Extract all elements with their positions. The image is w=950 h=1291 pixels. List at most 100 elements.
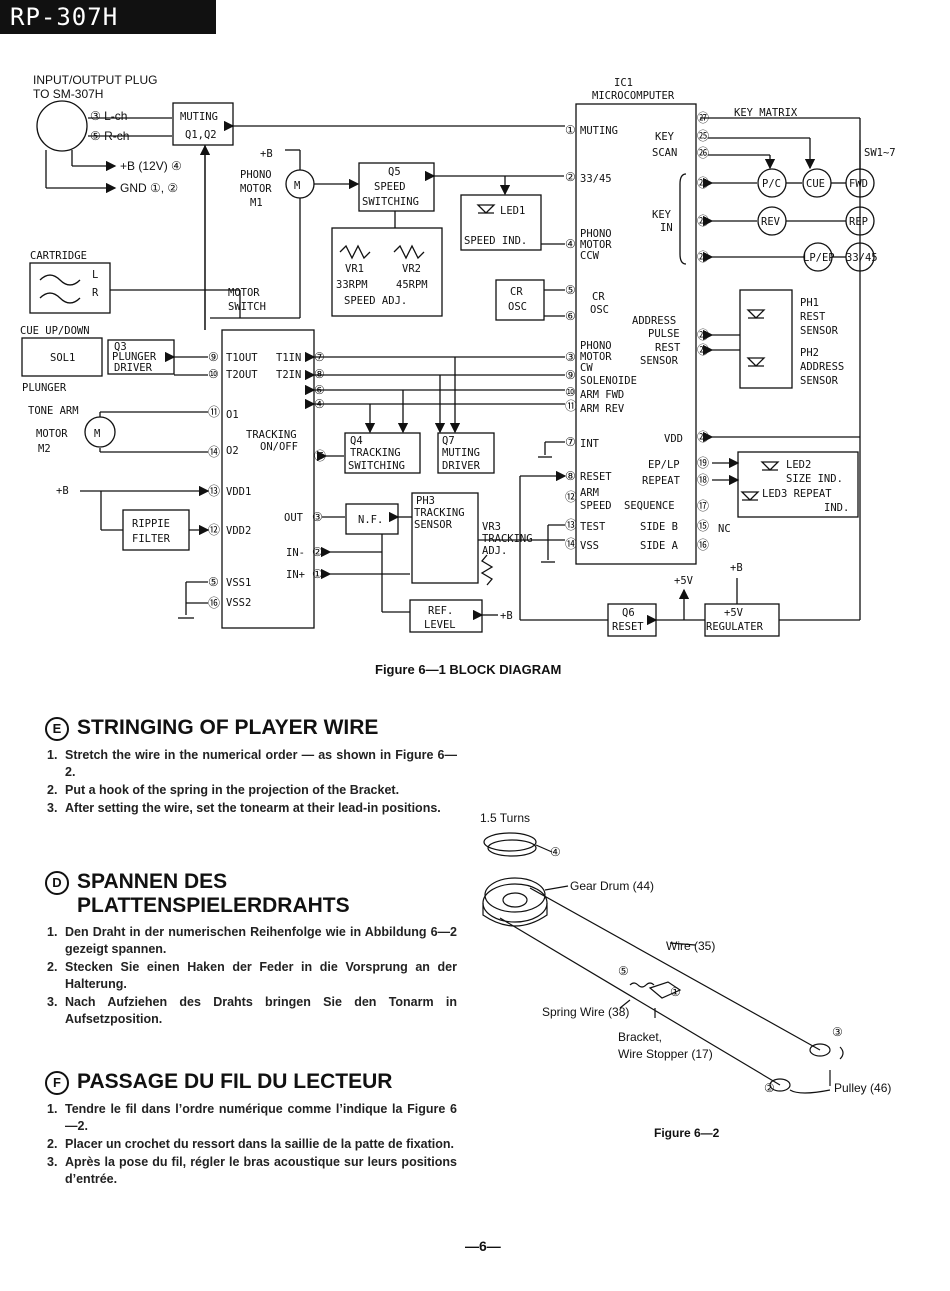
ic2-tracking: TRACKING: [246, 429, 297, 441]
ic2-vdd2: VDD2: [226, 525, 251, 537]
ref-level-1: REF.: [428, 605, 453, 617]
wire-label: Wire (35): [666, 939, 715, 953]
phono-motor-plus-b: +B: [260, 148, 273, 160]
key-matrix-label: KEY MATRIX: [734, 107, 798, 119]
page-number: —6—: [465, 1238, 501, 1254]
figure-2-caption: Figure 6—2: [654, 1126, 720, 1140]
list-item: 2.Put a hook of the spring in the projec…: [47, 783, 400, 797]
ic2-vss2: VSS2: [226, 597, 251, 609]
ic2-pin-5: ⑤: [208, 575, 219, 589]
gear-drum-label: Gear Drum (44): [570, 879, 654, 893]
vr2-label: VR2: [402, 263, 421, 275]
regulator-label: REGULATER: [706, 621, 764, 633]
ic2-pin-12: ⑫: [208, 523, 220, 537]
ic1-key-scan-1: KEY: [655, 131, 675, 143]
pin-8: ⑧: [565, 469, 576, 483]
ic2-o1: O1: [226, 409, 239, 421]
pin-25: ㉕: [697, 129, 709, 143]
cr-osc-1: CR: [510, 286, 523, 298]
ic2-in-minus: IN-: [286, 547, 305, 559]
vr3-adj: ADJ.: [482, 545, 507, 557]
tone-arm-m2: M2: [38, 443, 51, 455]
ic1-arm-rev: ARM REV: [580, 403, 625, 415]
ic1-solenoide: SOLENOIDE: [580, 375, 637, 387]
section-english-heading: STRINGING OF PLAYER WIRE: [77, 716, 379, 739]
io-rch: ⑤ R-ch: [90, 129, 129, 143]
section-english-list: 1.Stretch the wire in the numerical orde…: [45, 747, 457, 817]
ic1-address: ADDRESS: [632, 315, 676, 327]
ic2-pin-11: ⑪: [208, 405, 220, 419]
ic2-vdd1: VDD1: [226, 486, 251, 498]
ic2-pin-9: ⑨: [208, 350, 219, 364]
q3-plunger: PLUNGER: [112, 351, 157, 363]
vr1-label: VR1: [345, 263, 364, 275]
list-item: 1.Tendre le fil dans l’ordre numérique c…: [47, 1102, 457, 1133]
pin-3: ③: [565, 350, 576, 364]
muting-box-label: MUTING: [180, 111, 218, 123]
ripple-filter-2: FILTER: [132, 533, 171, 545]
nf-box: N.F.: [358, 514, 383, 526]
ic1-cw: CW: [580, 362, 593, 374]
ic2-pin-2: ②: [312, 545, 323, 559]
q5-speed: SPEED: [374, 181, 406, 193]
q4-switching: SWITCHING: [348, 460, 405, 472]
key-lp-ep: LP/EP: [803, 252, 835, 264]
cartridge-label: CARTRIDGE: [30, 250, 87, 262]
cr-osc-2: OSC: [508, 301, 527, 313]
ic1-sequence: SEQUENCE: [624, 500, 675, 512]
key-rev: REV: [761, 216, 781, 228]
list-item: 3.Nach Aufziehen des Drahts bringen Sie …: [47, 995, 457, 1026]
ic1-key-in-2: IN: [660, 222, 673, 234]
ic1-int: INT: [580, 438, 600, 450]
list-item: 3.After setting the wire, set the tonear…: [47, 801, 441, 815]
pulley-label: Pulley (46): [834, 1081, 891, 1095]
q7-driver: DRIVER: [442, 460, 481, 472]
q3-label: Q3: [114, 341, 127, 353]
io-plug-target: TO SM-307H: [33, 87, 103, 101]
pin-27: ㉗: [697, 111, 709, 125]
section-french: F PASSAGE DU FIL DU LECTEUR 1.Tendre le …: [45, 1070, 457, 1189]
ic2-pin-6: ⑥: [314, 383, 325, 397]
badge-d-icon: D: [45, 871, 69, 895]
ic1-phono-cw-1: PHONO: [580, 340, 612, 352]
led1-label: LED1: [500, 205, 525, 217]
ph2-label: PH2: [800, 347, 819, 359]
ic1-reset: RESET: [580, 471, 612, 483]
ic1-key-scan-2: SCAN: [652, 147, 677, 159]
motor-switch-1: MOTOR: [228, 287, 260, 299]
q4-tracking: TRACKING: [350, 447, 401, 459]
ic2-pin-13: ⑬: [208, 484, 220, 498]
ic2-pin-16: ⑯: [208, 596, 220, 610]
q7-label: Q7: [442, 435, 455, 447]
regulator-5v: +5V: [724, 607, 744, 619]
ic1-repeat: REPEAT: [642, 475, 681, 487]
q6-reset: RESET: [612, 621, 644, 633]
ph3-sensor: SENSOR: [414, 519, 453, 531]
vr-speed-adj: SPEED ADJ.: [344, 295, 407, 307]
wire-stopper-label: Wire Stopper (17): [618, 1047, 713, 1061]
ic2-pin-10: ⑩: [208, 367, 219, 381]
ic1-ccw: CCW: [580, 250, 600, 262]
key-33-45: 33/45: [846, 252, 878, 264]
plunger-label: PLUNGER: [22, 382, 67, 394]
ref-level-plus-b: +B: [500, 610, 513, 622]
model-number: RP-307H: [10, 3, 119, 31]
phono-motor-symbol: M: [294, 180, 300, 192]
q5-switching: SWITCHING: [362, 196, 419, 208]
ic1-nc: NC: [718, 523, 731, 535]
ic1-sensor: SENSOR: [640, 355, 679, 367]
pin-10: ⑩: [565, 385, 576, 399]
step-2-marker: ②: [764, 1081, 775, 1095]
sol1-label: SOL1: [50, 352, 75, 364]
key-rep: REP: [849, 216, 868, 228]
spring-wire-label: Spring Wire (38): [542, 1005, 629, 1019]
pin-5: ⑤: [565, 283, 576, 297]
ic2-t2out: T2OUT: [226, 369, 258, 381]
q3-driver: DRIVER: [114, 362, 153, 374]
ph2-sensor: SENSOR: [800, 375, 839, 387]
vr-33rpm: 33RPM: [336, 279, 368, 291]
ic1-phono-ccw-2: MOTOR: [580, 239, 612, 251]
ph3-label: PH3: [416, 495, 435, 507]
q4-label: Q4: [350, 435, 363, 447]
key-pc: P/C: [762, 178, 781, 190]
